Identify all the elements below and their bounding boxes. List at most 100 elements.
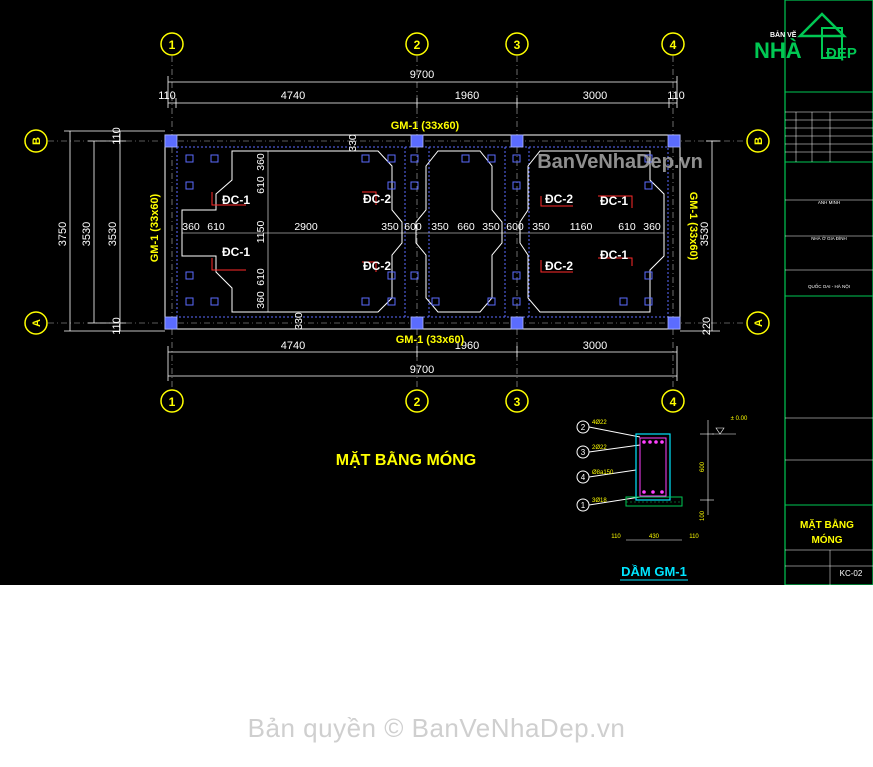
- inner-v-1150: 1150: [255, 221, 267, 244]
- inner-v-360-b: 360: [255, 291, 267, 309]
- dim-top-total: 9700: [410, 69, 434, 81]
- dim-bottom-total: 9700: [410, 364, 434, 376]
- columns: [164, 134, 681, 330]
- inner-v-330-t: 330: [347, 134, 359, 152]
- inner-dim-600-b: 600: [506, 221, 524, 233]
- axis-label-2-top: 2: [414, 38, 421, 52]
- footing-label-8: ĐC-1: [600, 248, 628, 262]
- section-title: DẦM GM-1: [621, 564, 687, 579]
- inner-dim-610-l: 610: [207, 221, 225, 233]
- logo-top-text: BẢN VẼ: [770, 30, 797, 39]
- beam-label-right: GM-1 (33x60): [687, 192, 699, 261]
- title-project: NHÀ Ở GIA ĐÌNH: [811, 235, 847, 241]
- rebar-label-d8a150: Ø8a150: [592, 470, 614, 476]
- dim-bottom-4740: 4740: [281, 340, 305, 352]
- grid-axes-bottom: [160, 389, 685, 413]
- drawing-watermark: BanVeNhaDep.vn: [537, 151, 703, 173]
- axis-label-1-bottom: 1: [169, 395, 176, 409]
- inner-v-610-b: 610: [255, 268, 267, 286]
- footing-label-6: ĐC-1: [600, 194, 628, 208]
- dim-top-3000: 3000: [583, 90, 607, 102]
- title-address: QUỐC OAI - HÀ NỘI: [808, 283, 850, 289]
- logo-dep-text: ĐẸP: [826, 45, 857, 62]
- footing-label-3: ĐC-1: [222, 245, 250, 259]
- grid-lines: [48, 56, 746, 390]
- beam-label-top: GM-1 (33x60): [391, 120, 460, 132]
- dim-top-110-right: 110: [667, 90, 685, 102]
- inner-dim-350-a: 350: [381, 221, 399, 233]
- left-dimensions: [64, 130, 165, 332]
- beam-label-bottom: GM-1 (33x60): [396, 334, 465, 346]
- section-marker-2: 2: [581, 423, 586, 432]
- dim-left-3530-a: 3530: [81, 222, 93, 246]
- title-sheet-2: MÓNG: [811, 533, 842, 546]
- dim-right-3530: 3530: [699, 222, 711, 246]
- grid-axes-top: [160, 32, 685, 56]
- inner-dim-2900: 2900: [294, 221, 318, 233]
- inner-v-360-t: 360: [255, 153, 267, 171]
- section-marker-1: 1: [581, 501, 586, 510]
- inner-dim-350-b: 350: [431, 221, 449, 233]
- inner-v-610-t: 610: [255, 176, 267, 194]
- axis-label-1-top: 1: [169, 38, 176, 52]
- section-dim-top: ± 0.00: [731, 416, 748, 422]
- bottom-dimensions: [167, 346, 678, 381]
- dim-bottom-1960: 1960: [455, 340, 479, 352]
- axis-label-b-left: B: [31, 137, 43, 145]
- inner-dim-600-a: 600: [404, 221, 422, 233]
- inner-dim-1160: 1160: [570, 221, 593, 233]
- axis-label-3-top: 3: [514, 38, 521, 52]
- pile-markers: [185, 154, 653, 306]
- dim-top-110-left: 110: [158, 90, 176, 102]
- axis-label-b-right: B: [753, 137, 765, 145]
- dim-left-3750: 3750: [57, 222, 69, 246]
- footing-label-2: ĐC-2: [363, 192, 391, 206]
- footing-label-7: ĐC-2: [545, 259, 573, 273]
- rebar-label-4d22: 4Ø22: [592, 420, 607, 426]
- inner-dim-350-c: 350: [482, 221, 500, 233]
- footing-label-4: ĐC-2: [363, 259, 391, 273]
- dim-left-110-top: 110: [111, 127, 123, 145]
- footing-label-1: ĐC-1: [222, 193, 250, 207]
- footing-leader-marks: [211, 191, 633, 273]
- title-block: BẢN VẼ NHÀ ĐẸP ANH MINH NHÀ Ở GIA ĐÌNH Q…: [754, 0, 873, 586]
- rebar-label-3d18: 3Ø18: [592, 498, 607, 504]
- section-dim-110-l: 110: [611, 534, 621, 540]
- inner-dim-line: [182, 151, 664, 312]
- inner-dim-350-d: 350: [532, 221, 550, 233]
- axis-label-3-bottom: 3: [514, 395, 521, 409]
- axis-label-a-left: A: [31, 319, 43, 327]
- rebar-label-2d22: 2Ø22: [592, 445, 607, 451]
- section-marker-3: 3: [581, 448, 586, 457]
- section-dim-430: 430: [649, 534, 660, 540]
- section-dim-100: 100: [700, 510, 706, 521]
- inner-dim-360-r: 360: [643, 221, 661, 233]
- section-dim-110-r: 110: [689, 534, 699, 540]
- dim-bottom-3000: 3000: [583, 340, 607, 352]
- dim-top-1960: 1960: [455, 90, 479, 102]
- plan-title: MẶT BẰNG MÓNG: [336, 450, 476, 469]
- axis-label-a-right: A: [753, 319, 765, 327]
- cad-drawing-canvas: 1 2 3 4 1 2 3 4 B A B A 9700 1: [0, 0, 873, 586]
- title-sheet-1: MẶT BẰNG: [800, 518, 854, 531]
- beam-label-left: GM-1 (33x60): [149, 193, 161, 262]
- inner-dim-610-r: 610: [618, 221, 636, 233]
- foundation-plan-svg: 1 2 3 4 1 2 3 4 B A B A 9700 1: [24, 0, 873, 586]
- inner-dim-360-l: 360: [182, 221, 200, 233]
- copyright-notice: Bản quyền © BanVeNhaDep.vn: [247, 713, 626, 743]
- top-dimensions: [167, 76, 678, 108]
- title-owner: ANH MINH: [818, 200, 840, 205]
- axis-label-4-bottom: 4: [670, 395, 677, 409]
- footing-label-5: ĐC-2: [545, 192, 573, 206]
- right-dimensions: [680, 140, 720, 332]
- dim-left-3530-b: 3530: [107, 222, 119, 246]
- footing-outlines: [181, 150, 665, 313]
- image-footer: Bản quyền © BanVeNhaDep.vn: [0, 585, 873, 767]
- section-dim-600: 600: [700, 461, 706, 472]
- title-sheet-no: KC-02: [840, 569, 863, 578]
- section-marker-4: 4: [581, 473, 586, 482]
- dim-right-220: 220: [701, 317, 713, 335]
- beam-section-detail: 2 3 4 1 4Ø22 2Ø22 Ø8a150 3Ø18 110: [576, 416, 748, 581]
- inner-v-330-b: 330: [293, 312, 305, 330]
- dim-top-4740: 4740: [281, 90, 305, 102]
